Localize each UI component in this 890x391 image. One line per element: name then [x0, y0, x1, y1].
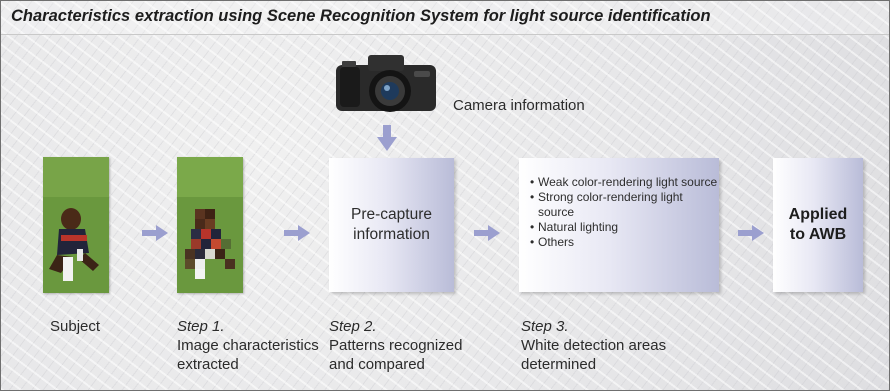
- step1-label: Step 1.: [177, 318, 225, 335]
- step2-description: Patterns recognized and compared: [329, 337, 463, 373]
- right-arrow-icon: [738, 225, 764, 241]
- list-item: Strong color-rendering light source: [530, 190, 719, 220]
- pre-capture-text: Pre-capture information: [351, 206, 432, 243]
- list-item: Others: [530, 235, 719, 250]
- applied-to-awb-text: Applied to AWB: [788, 206, 848, 243]
- subject-label: Subject: [50, 318, 101, 335]
- camera-icon: [334, 51, 440, 121]
- list-item: Weak color-rendering light source: [530, 175, 719, 190]
- right-arrow-icon: [474, 225, 500, 241]
- right-arrow-icon: [284, 225, 310, 241]
- step2-label: Step 2.: [329, 318, 377, 335]
- applied-to-awb-panel: Applied to AWB: [773, 158, 863, 292]
- diagram-title: Characteristics extraction using Scene R…: [1, 1, 889, 35]
- right-arrow-icon: [142, 225, 168, 241]
- list-item: Natural lighting: [530, 220, 719, 235]
- step1-description: Image characteristics extracted: [177, 337, 319, 373]
- light-source-conditions-panel: Weak color-rendering light source Strong…: [519, 158, 719, 292]
- step1-pixelated-photo: [177, 157, 243, 293]
- down-arrow-icon: [377, 125, 397, 151]
- step3-description: White detection areas determined: [521, 337, 667, 373]
- step3-label: Step 3.: [521, 318, 569, 335]
- pre-capture-panel: Pre-capture information: [329, 158, 454, 292]
- subject-photo: [43, 157, 109, 293]
- camera-information-label: Camera information: [453, 97, 585, 114]
- conditions-list: Weak color-rendering light source Strong…: [530, 175, 719, 250]
